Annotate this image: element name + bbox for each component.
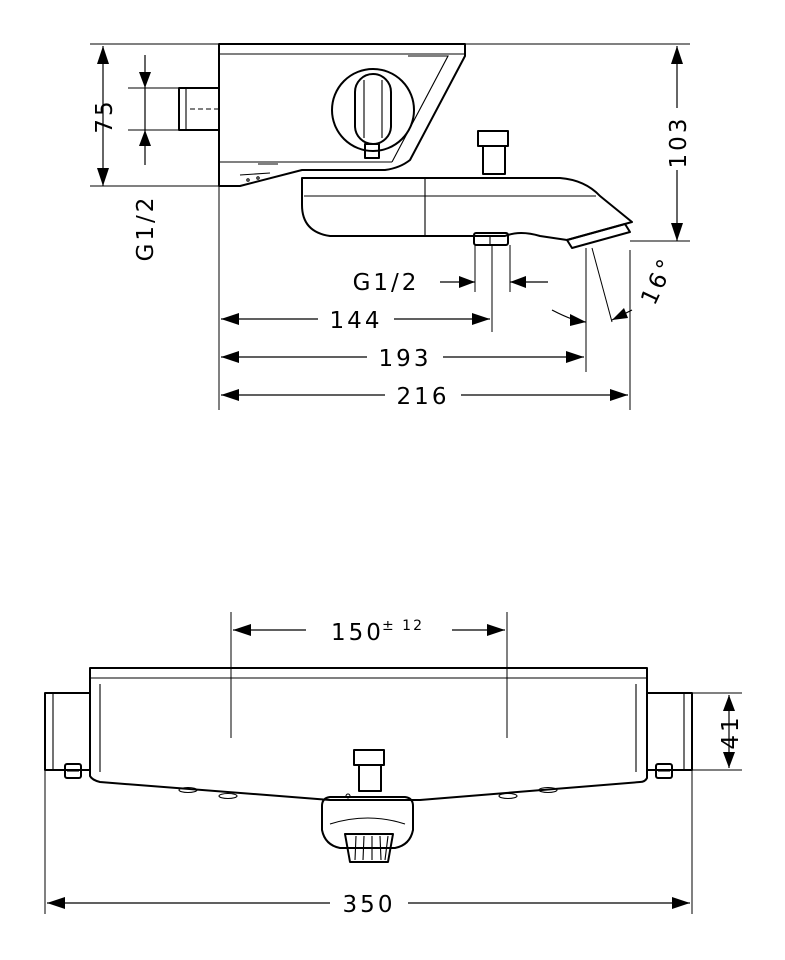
front-diverter bbox=[345, 749, 385, 799]
dimension-label-41: 41 bbox=[718, 714, 744, 749]
dimension-label-g12-outlet: G1/2 bbox=[353, 270, 420, 296]
side-view: 75 G1/2 103 G1/2 bbox=[90, 43, 692, 411]
dimension-350: 350 bbox=[47, 887, 690, 919]
inlet-connector bbox=[178, 87, 220, 131]
dimension-41: 41 bbox=[718, 695, 744, 768]
front-spout bbox=[321, 796, 414, 863]
dimension-label-75: 75 bbox=[92, 98, 118, 133]
dimension-g12-outlet: G1/2 bbox=[353, 270, 548, 296]
dimension-150: 150 ± 12 bbox=[233, 612, 505, 646]
dimension-label-103: 103 bbox=[666, 116, 692, 169]
dimension-tolerance-150: ± 12 bbox=[382, 618, 424, 634]
thermostat-body-outline bbox=[218, 43, 466, 187]
dimension-label-150: 150 bbox=[331, 620, 384, 646]
dimension-16-degrees: 16° bbox=[551, 253, 681, 326]
diverter-knob bbox=[477, 130, 509, 175]
dimension-103: 103 bbox=[664, 46, 692, 241]
dimension-144: 144 bbox=[221, 303, 490, 335]
dimension-label-g12-inlet: G1/2 bbox=[133, 195, 159, 262]
right-connector bbox=[646, 692, 693, 779]
dimension-193: 193 bbox=[221, 341, 584, 373]
dimension-label-193: 193 bbox=[379, 346, 432, 372]
bath-spout bbox=[301, 177, 633, 249]
dimension-label-16-degrees: 16° bbox=[636, 253, 681, 309]
dimension-label-144: 144 bbox=[330, 308, 383, 334]
front-body-outline bbox=[89, 667, 648, 801]
temperature-knob bbox=[331, 68, 415, 159]
front-view: 150 ± 12 41 350 bbox=[44, 612, 744, 919]
dimension-label-350: 350 bbox=[343, 892, 396, 918]
left-connector bbox=[44, 692, 91, 779]
dimension-216: 216 bbox=[221, 379, 628, 411]
dimension-label-216: 216 bbox=[397, 384, 450, 410]
dimension-g12-inlet: G1/2 bbox=[133, 55, 159, 261]
dimension-75: 75 bbox=[92, 46, 118, 186]
